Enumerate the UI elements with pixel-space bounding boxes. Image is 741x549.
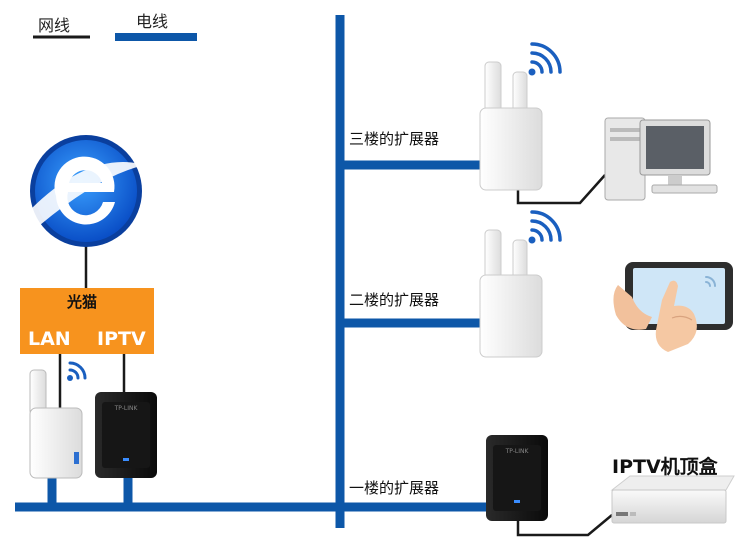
- desktop-computer-icon: [604, 117, 718, 201]
- legend-network-label: 网线: [38, 16, 71, 35]
- modem-port-lan: LAN: [28, 328, 71, 350]
- wifi-extender-2f: [479, 229, 543, 358]
- legend-power-label: 电线: [136, 12, 169, 31]
- network-cables: [58, 174, 613, 537]
- modem-box: [20, 288, 154, 354]
- internet-explorer-icon: [30, 135, 145, 247]
- power-line-network: [15, 15, 500, 528]
- tablet-icon: [613, 262, 733, 352]
- powerline-adapter-1f: TP-LINK: [486, 435, 548, 521]
- modem-title: 光猫: [67, 293, 98, 311]
- svg-text:TP-LINK: TP-LINK: [505, 448, 530, 455]
- floor-label-third: 三楼的扩展器: [347, 128, 442, 149]
- set-top-box-icon: [610, 475, 735, 524]
- floor-label-first: 一楼的扩展器: [347, 477, 442, 498]
- modem-port-iptv: IPTV: [97, 328, 146, 350]
- svg-text:TP-LINK: TP-LINK: [114, 405, 139, 412]
- powerline-adapter-left: TP-LINK: [95, 392, 157, 478]
- wifi-icon: [67, 361, 87, 381]
- floor-label-second: 二楼的扩展器: [347, 289, 442, 310]
- wifi-icon: [528, 210, 562, 244]
- wifi-icon: [528, 42, 562, 76]
- wifi-extender-3f: [479, 61, 543, 191]
- wifi-extender-left: [29, 369, 83, 479]
- set-top-box-label: IPTV机顶盒: [612, 456, 718, 478]
